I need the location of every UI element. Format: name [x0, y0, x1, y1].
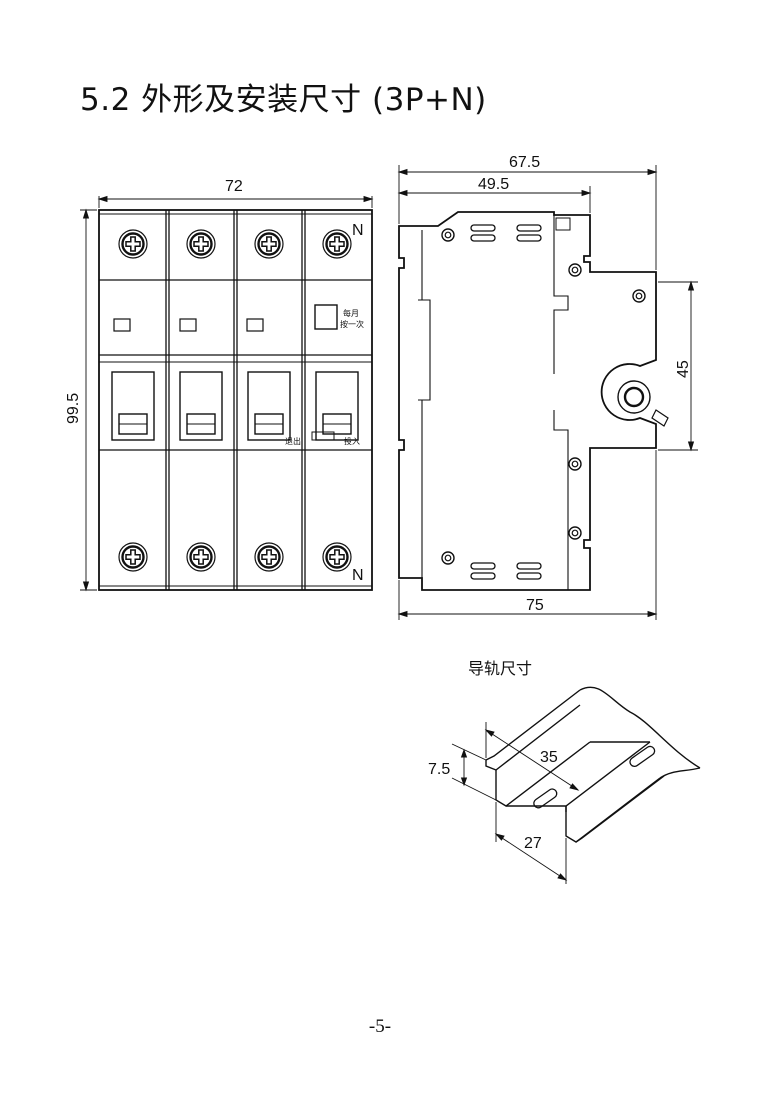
- test-label-line1: 每月: [343, 308, 359, 318]
- front-view: N N 每月 按一次 退出 投入 72: [65, 178, 374, 592]
- side-overall-depth-label: 67.5: [509, 154, 540, 171]
- side-front-depth-label: 49.5: [478, 176, 509, 193]
- toggle-handle-3[interactable]: [247, 371, 291, 441]
- engage-label: 投入: [344, 436, 360, 446]
- front-height-label: 99.5: [65, 393, 82, 424]
- terminal-screw-top-1: [117, 228, 149, 260]
- test-label-line2: 按一次: [340, 319, 364, 329]
- terminal-screw-bottom-4: [321, 541, 353, 573]
- terminal-screw-bottom-1: [117, 541, 149, 573]
- pole-dividers: [165, 210, 306, 590]
- side-view: 67.5 49.5 75 45: [397, 154, 698, 620]
- indicator-window-1: [113, 318, 131, 332]
- section-title: 5.2 外形及安装尺寸 (3P+N): [80, 82, 487, 118]
- exit-label: 退出: [285, 436, 301, 446]
- side-rail-height-label: 45: [675, 360, 692, 378]
- side-base-depth-label: 75: [526, 597, 544, 614]
- terminal-screw-top-4: [321, 228, 353, 260]
- rotary-knob[interactable]: [617, 380, 651, 414]
- front-height-dimension: [80, 208, 97, 592]
- terminal-screw-bottom-3: [253, 541, 285, 573]
- terminal-screw-top-2: [185, 228, 217, 260]
- rail-height-label: 7.5: [428, 761, 450, 778]
- terminal-screw-top-3: [253, 228, 285, 260]
- din-rail-drawing: 导轨尺寸 35: [428, 660, 701, 884]
- front-width-label: 72: [225, 178, 243, 195]
- rail-inner-label: 27: [524, 835, 542, 852]
- neutral-mark-bottom: N: [352, 567, 364, 584]
- side-base-depth-dimension: [397, 450, 658, 620]
- side-rail-height-dimension: [658, 280, 698, 452]
- page-number: -5-: [368, 1016, 392, 1037]
- neutral-mark-top: N: [352, 222, 364, 239]
- test-button[interactable]: [314, 304, 338, 330]
- rail-caption: 导轨尺寸: [468, 660, 532, 678]
- front-width-dimension: [97, 195, 374, 208]
- toggle-handle-2[interactable]: [179, 371, 223, 441]
- side-body-outline: [398, 211, 657, 591]
- front-body-outline: [98, 209, 373, 591]
- indicator-window-2: [179, 318, 197, 332]
- toggle-handle-4[interactable]: [315, 371, 359, 441]
- terminal-screw-bottom-2: [185, 541, 217, 573]
- indicator-window-3: [246, 318, 264, 332]
- side-front-depth-dimension: [397, 186, 592, 213]
- side-overall-depth-dimension: [397, 165, 658, 270]
- toggle-handle-1[interactable]: [111, 371, 155, 441]
- rail-width-label: 35: [540, 749, 558, 766]
